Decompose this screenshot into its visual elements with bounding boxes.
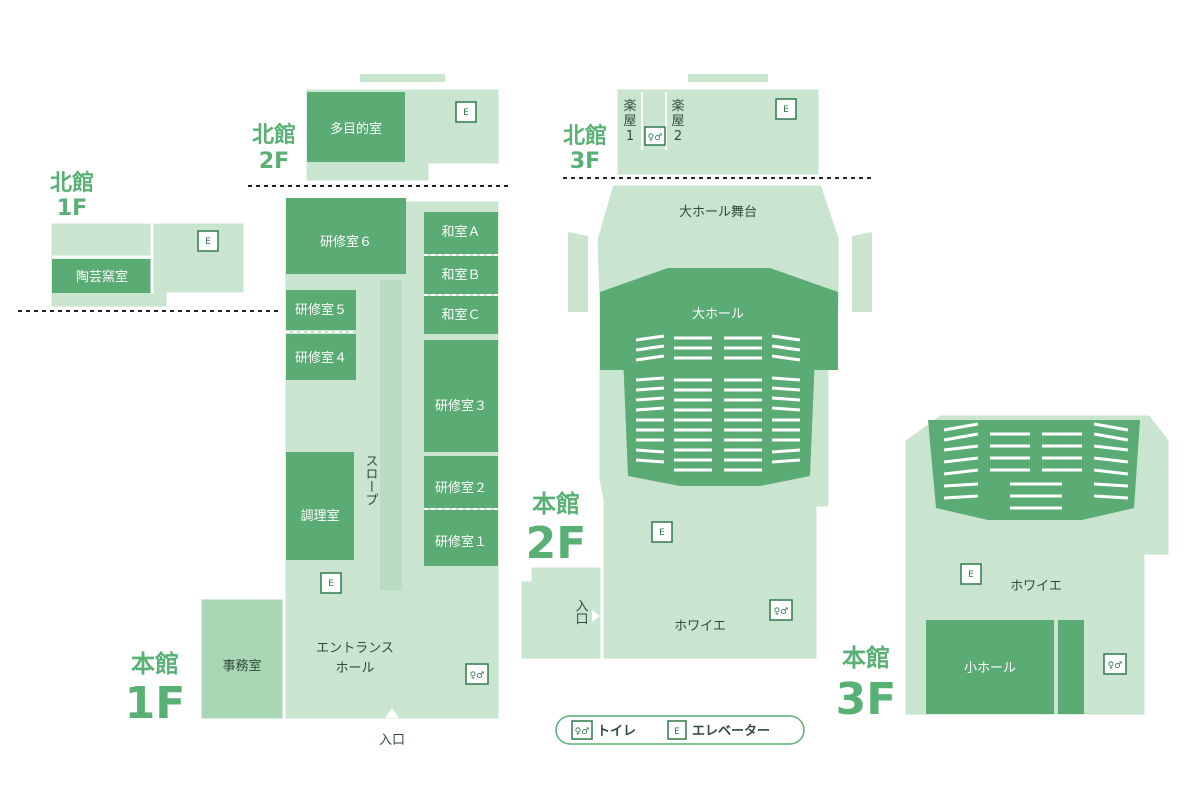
elevator-icon: E (960, 563, 982, 585)
entrance-hall-label-1: エントランス (316, 641, 394, 656)
slope-label: スロープ (363, 454, 378, 506)
main-1f-floor: 1F (125, 678, 186, 729)
room-kenshu5[interactable] (286, 290, 356, 330)
room-kenshu6-label: 研修室６ (320, 234, 372, 250)
foyer-2f-label: ホワイエ (674, 619, 726, 634)
legend: ♀♂ トイレ E エレベーター (555, 715, 805, 745)
legend-elevator-label: エレベーター (692, 724, 770, 739)
room-washitsu-a[interactable] (424, 212, 498, 254)
svg-text:♀♂: ♀♂ (1108, 661, 1123, 671)
svg-text:E: E (674, 727, 680, 737)
entrance-arrow-icon (592, 610, 600, 622)
gakuya2-label-2: 屋 (671, 114, 684, 129)
toilet-icon: ♀♂ (769, 599, 793, 621)
svg-text:♀♂: ♀♂ (774, 607, 789, 617)
svg-text:♀♂: ♀♂ (470, 671, 485, 681)
main-2f-plan: 大ホール舞台 大ホール E ♀♂ ホワイエ 入口 (518, 182, 872, 662)
main-3f-building: 本館 (842, 644, 890, 672)
toilet-icon: ♀♂ (644, 126, 666, 146)
entrance-hall-label-2: ホール (335, 661, 374, 676)
room-kenshu2-label: 研修室２ (435, 480, 487, 496)
room-tamokuteki-label: 多目的室 (330, 121, 382, 137)
elevator-icon: E (667, 720, 687, 740)
room-jimu-label: 事務室 (222, 658, 261, 674)
north-1f-building: 北館 (50, 170, 94, 196)
gakuya2-label-1: 楽 (671, 98, 684, 114)
main-2f-building: 本館 (532, 490, 580, 518)
room-kenshu5-label: 研修室５ (295, 302, 347, 318)
svg-text:♀♂: ♀♂ (575, 727, 590, 737)
north-2f-plan: 多目的室 E (303, 74, 502, 184)
elevator-icon: E (320, 572, 342, 594)
main-3f-plan: 小ホール ホワイエ E ♀♂ (902, 412, 1172, 718)
room-chouri-label: 調理室 (300, 508, 339, 524)
room-washitsu-c-label: 和室Ｃ (441, 307, 480, 323)
toilet-icon: ♀♂ (465, 663, 489, 685)
main-1f-building: 本館 (131, 650, 179, 678)
main-3f-floor: 3F (836, 674, 897, 725)
elevator-icon: E (775, 98, 797, 120)
elevator-icon: E (455, 101, 477, 123)
room-kenshu6[interactable] (286, 198, 406, 274)
north-3f-floor: 3F (570, 149, 600, 174)
room-kenshu1[interactable] (424, 510, 498, 566)
room-washitsu-b-label: 和室Ｂ (441, 267, 480, 283)
seating-rows (635, 334, 801, 472)
room-tamokuteki[interactable] (307, 92, 405, 162)
elevator-icon: E (651, 521, 673, 543)
gakuya1-label-1: 楽 (623, 98, 636, 114)
svg-text:E: E (783, 105, 789, 115)
main-1f-plan: 事務室 研修室６ 研修室５ 研修室４ 調理室 スロープ 和室Ａ 和室Ｂ 和室Ｃ … (198, 198, 502, 748)
svg-text:E: E (659, 528, 665, 538)
foyer-3f-label: ホワイエ (1010, 579, 1062, 594)
room-washitsu-c[interactable] (424, 296, 498, 334)
svg-text:E: E (328, 579, 334, 589)
toilet-icon: ♀♂ (571, 720, 593, 740)
north-3f-plan: 楽 屋 1 楽 屋 2 ♀♂ E (614, 74, 822, 178)
entrance-arrow-icon (385, 708, 399, 718)
daihall-stage-label: 大ホール舞台 (679, 205, 757, 220)
north-1f-floor: 1F (57, 196, 87, 221)
north-3f-building: 北館 (563, 123, 607, 149)
room-kenshu2[interactable] (424, 456, 498, 508)
north-2f-floor: 2F (259, 149, 289, 174)
room-kenshu4[interactable] (286, 334, 356, 380)
room-tougei[interactable] (52, 259, 152, 293)
svg-text:E: E (968, 570, 974, 580)
room-kenshu3[interactable] (424, 340, 498, 452)
entrance-label: 入口 (379, 733, 405, 748)
room-chouri[interactable] (286, 452, 354, 560)
svg-text:E: E (463, 108, 469, 118)
elevator-icon: E (197, 230, 219, 252)
gakuya1-label-2: 屋 (623, 114, 636, 129)
gakuya2-label-3: 2 (674, 129, 682, 144)
room-washitsu-b[interactable] (424, 256, 498, 294)
seating-rows (943, 422, 1129, 510)
room-daihall-label: 大ホール (692, 307, 744, 322)
entrance-2f-label: 入口 (573, 599, 589, 625)
toilet-icon: ♀♂ (1103, 653, 1127, 675)
svg-text:♀♂: ♀♂ (648, 133, 663, 143)
north-2f-building: 北館 (252, 122, 296, 148)
room-kenshu1-label: 研修室１ (435, 534, 487, 550)
gakuya1-label-3: 1 (626, 129, 634, 144)
north-1f-plan: 陶芸窯室 E (48, 220, 247, 310)
room-kenshu3-label: 研修室３ (435, 398, 487, 414)
room-shohall-label: 小ホール (964, 661, 1016, 676)
room-kenshu4-label: 研修室４ (295, 350, 347, 366)
room-tougei-label: 陶芸窯室 (76, 269, 128, 285)
svg-text:E: E (205, 237, 211, 247)
legend-toilet-label: トイレ (597, 724, 636, 739)
room-washitsu-a-label: 和室Ａ (441, 224, 480, 240)
room-shohall[interactable] (926, 620, 1054, 714)
main-2f-floor: 2F (526, 518, 587, 569)
